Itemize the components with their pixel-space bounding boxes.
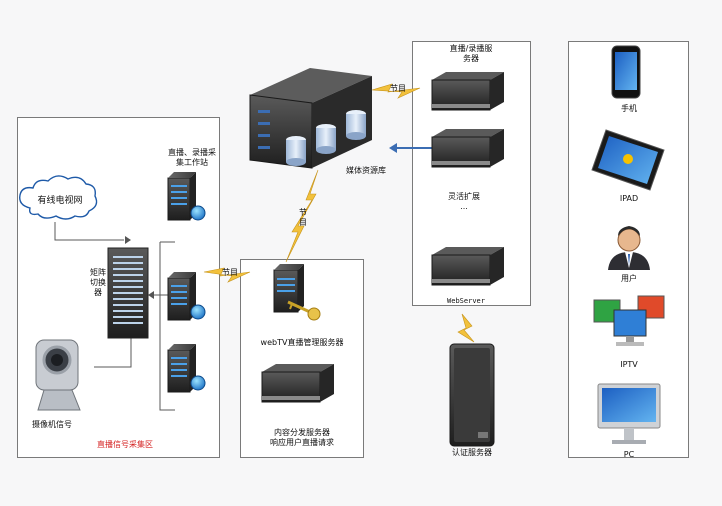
pc-label: PC xyxy=(623,450,635,459)
cable-tv-label: 有线电视网 xyxy=(37,196,83,206)
server-box-icon xyxy=(431,129,504,168)
program-label-3: 节目 xyxy=(222,268,238,277)
program-label-2: 节目 xyxy=(299,208,307,227)
lightning-icon xyxy=(203,83,475,343)
camera-signal-label: 摄像机信号 xyxy=(32,420,72,429)
phone-label: 手机 xyxy=(621,104,637,113)
program-label-1: 节目 xyxy=(390,84,406,93)
arrowhead xyxy=(125,236,131,244)
tablet-icon xyxy=(591,129,665,191)
webtv-server-label: webTV直播管理服务器 xyxy=(260,338,344,347)
phone-icon xyxy=(611,45,641,99)
media-library-label: 媒体资源库 xyxy=(346,166,386,175)
cdn-server-label: 内容分发服务器 响应用户直播请求 xyxy=(270,428,334,447)
live-record-server-label: 直播/录播服 务器 xyxy=(449,44,493,63)
rack-icon xyxy=(107,247,149,339)
matrix-switch-label: 矩阵 切换 器 xyxy=(90,268,106,297)
server-tower-icon xyxy=(167,272,206,321)
server-box-icon xyxy=(431,72,504,111)
server-tower-icon xyxy=(167,344,206,393)
ipad-label: IPAD xyxy=(619,194,639,203)
cloud-icon xyxy=(19,175,98,220)
monitor-icon xyxy=(593,295,665,346)
pc-icon xyxy=(597,383,661,444)
connector-lines xyxy=(54,222,175,411)
auth-server-label: 认证服务器 xyxy=(452,448,492,457)
hard-drive-icon xyxy=(449,343,495,447)
arrowhead xyxy=(148,291,154,299)
user-label: 用户 xyxy=(621,274,637,283)
capture-area-label: 直播信号采集区 xyxy=(97,440,153,449)
camera-icon xyxy=(35,339,81,411)
flexible-expand-label: 灵活扩展 ... xyxy=(448,192,480,211)
server-tower-icon xyxy=(273,264,304,313)
server-box-icon xyxy=(261,364,334,403)
user-icon xyxy=(608,226,650,270)
media-server-icon xyxy=(249,68,372,169)
workstation-label: 直播、录播采 集工作站 xyxy=(168,148,216,167)
server-box-icon xyxy=(431,247,504,286)
webserver-label: WebServer xyxy=(447,297,485,305)
key-icon xyxy=(287,300,321,321)
arrowhead xyxy=(389,143,397,153)
iptv-label: IPTV xyxy=(620,360,638,369)
server-tower-icon xyxy=(167,172,206,221)
